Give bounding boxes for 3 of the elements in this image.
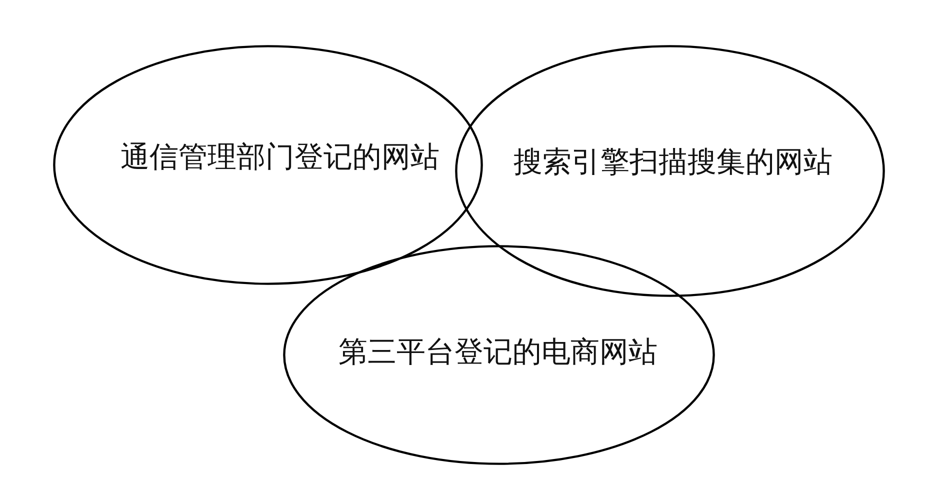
set-label: 通信管理部门登记的网站 xyxy=(120,141,440,175)
set-label: 搜索引擎扫描搜集的网站 xyxy=(514,146,832,180)
set-label: 第三平台登记的电商网站 xyxy=(338,336,658,370)
